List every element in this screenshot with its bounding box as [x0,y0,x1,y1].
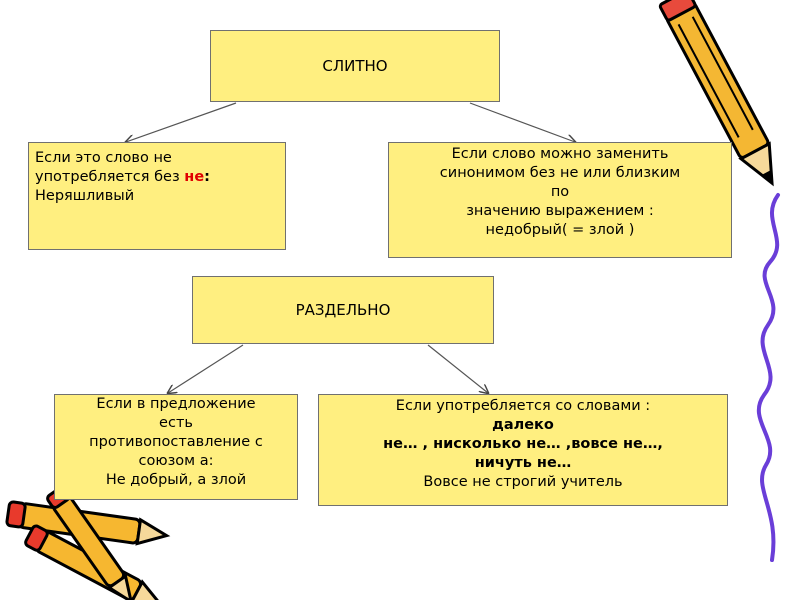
right-bottom-box: Если употребляется со словами : далеко н… [318,394,728,506]
razdelno-title: РАЗДЕЛЬНО [295,301,391,319]
left-top-line-2: употребляется без не: [35,168,279,187]
right-bottom-line-4: ничуть не… [474,455,572,471]
right-bottom-line-2: далеко [492,417,554,433]
pencil-icon [658,0,774,187]
ne-highlight: не [184,169,205,185]
left-bottom-box: Если в предложение есть противопоставлен… [54,394,298,500]
left-bottom-line-5: Не добрый, а злой [105,472,247,488]
arrow-to-left-bottom [168,344,244,393]
squiggle-line [756,193,780,562]
left-bottom-line-1: Если в предложение [96,396,256,412]
right-top-line-4: значению выражением : [466,203,654,219]
right-top-line-1: Если слово можно заменить [451,146,669,162]
colon: : [204,169,210,185]
left-bottom-line-4: союзом а: [138,453,214,469]
left-top-box: Если это слово не употребляется без не: … [28,142,286,250]
arrow-to-left-top [126,102,237,142]
right-top-box: Если слово можно заменить синонимом без … [388,142,732,258]
right-bottom-line-1: Если употребляется со словами : [395,398,651,414]
arrow-to-right-top [469,102,575,142]
right-top-line-3: по [550,184,570,200]
left-bottom-line-3: противопоставление с [89,434,263,450]
right-top-line-5: недобрый( = злой ) [485,222,635,238]
right-bottom-example: Вовсе не строгий учитель [423,474,623,490]
razdelno-box: РАЗДЕЛЬНО [192,276,494,344]
slitno-box: СЛИТНО [210,30,500,102]
left-top-line-2a: употребляется без [35,169,185,185]
left-top-example: Неряшливый [35,188,135,204]
left-top-line-1: Если это слово не [35,150,172,166]
slitno-title: СЛИТНО [322,57,388,75]
right-bottom-line-3: не… , нисколько не… ,вовсе не…, [383,436,663,452]
right-top-line-2: синонимом без не или близким [439,165,681,181]
arrow-to-right-bottom [427,344,488,393]
left-bottom-line-2: есть [159,415,193,431]
